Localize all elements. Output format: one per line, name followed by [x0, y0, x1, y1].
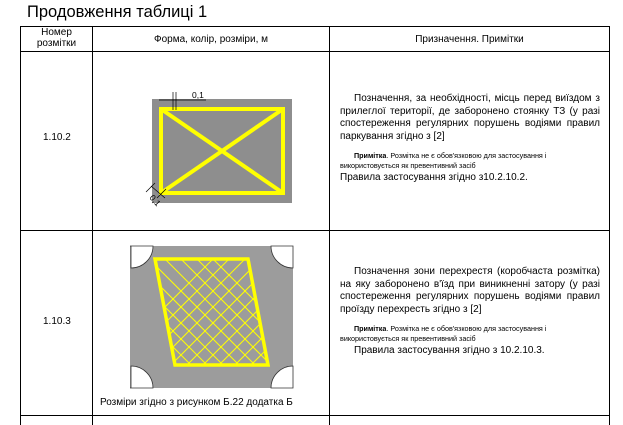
- header-purpose: Призначення. Примітки: [415, 34, 524, 45]
- row-2-note-text: . Розмітка не є обов'язковою для застосу…: [340, 324, 547, 344]
- header-code-line2: розмітки: [36, 38, 77, 49]
- column-divider-2: [329, 26, 330, 425]
- dim-tick-side-2: [156, 188, 167, 199]
- kerb-bottom-right: [270, 365, 294, 389]
- yellow-box-outline: [152, 257, 271, 367]
- header-form: Форма, колір, розміри, м: [154, 34, 268, 45]
- table-border-left: [20, 26, 21, 425]
- header-code-line1: Номер: [41, 27, 72, 38]
- markings-table: Номер розмітки Форма, колір, розміри, м …: [20, 26, 610, 425]
- header-code: Номер розмітки: [21, 27, 92, 49]
- header-divider: [20, 51, 610, 52]
- dim-tick-side-1: [145, 182, 156, 193]
- yellow-diagonal-2: [159, 107, 285, 195]
- row-1-note-label: Примітка: [354, 151, 387, 161]
- row-1-rule: Правила застосування згідно з10.2.10.2.: [340, 172, 528, 184]
- row-2-note: Примітка. Розмітка не є обов'язковою для…: [340, 324, 600, 344]
- row-divider-1: [20, 230, 610, 231]
- row-divider-2: [20, 415, 610, 416]
- row-1-description: Позначення, за необхідності, місць перед…: [340, 93, 600, 142]
- row-2-description: Позначення зони перехрестя (коробчаста р…: [340, 266, 600, 315]
- dim-label-top: 0,1: [192, 90, 204, 100]
- kerb-bottom-left: [130, 365, 154, 389]
- marking-1-10-2-figure: 0,1 0,1: [145, 90, 292, 208]
- row-1-text: Позначення, за необхідності, місць перед…: [340, 93, 600, 185]
- row-2-rule: Правила застосування згідно з 10.2.10.3.: [354, 345, 545, 357]
- column-divider-1: [92, 26, 93, 425]
- row-1-code: 1.10.2: [43, 132, 71, 143]
- dim-line-side: [150, 185, 166, 199]
- kerb-top-right: [270, 245, 294, 269]
- yellow-border: [159, 107, 285, 195]
- marking-1-10-3-figure: [130, 245, 294, 389]
- table-border-right: [609, 26, 610, 425]
- row-2-code: 1.10.3: [43, 316, 71, 327]
- row-1-note-text: . Розмітка не є обов'язковою для застосу…: [340, 151, 547, 171]
- row-1-note: Примітка. Розмітка не є обов'язковою для…: [340, 151, 600, 171]
- row-2-text: Позначення зони перехрестя (коробчаста р…: [340, 266, 600, 358]
- page-heading: Продовження таблиці 1: [27, 3, 208, 21]
- row-2-figure-caption: Розміри згідно з рисунком Б.22 додатка Б: [100, 397, 293, 408]
- row-2-note-label: Примітка: [354, 324, 387, 334]
- kerb-top-left: [130, 245, 154, 269]
- table-border-top: [20, 26, 610, 27]
